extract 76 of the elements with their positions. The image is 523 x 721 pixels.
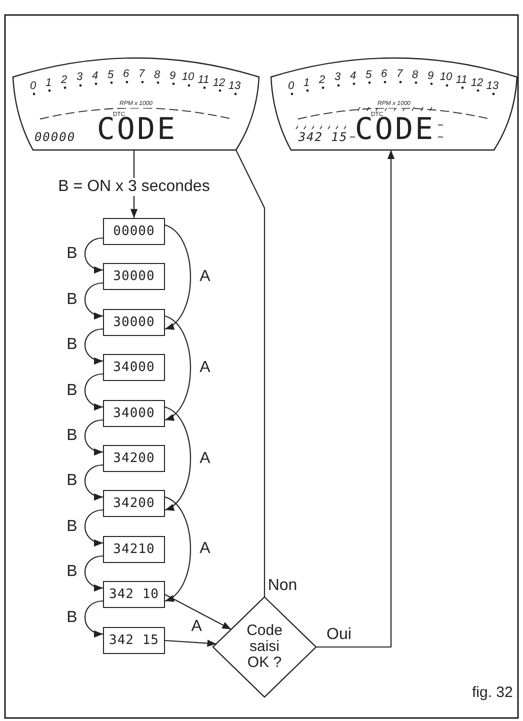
edge-label: A bbox=[198, 540, 212, 558]
rpm-number: 3 bbox=[334, 72, 341, 84]
rpm-number: 2 bbox=[318, 74, 326, 86]
rpm-number: 12 bbox=[212, 78, 226, 89]
lcd-display: 34200 bbox=[103, 445, 165, 472]
code-display: CODE bbox=[96, 115, 178, 145]
arrow bbox=[84, 509, 104, 546]
rpm-number: 0 bbox=[30, 81, 36, 92]
arrow bbox=[84, 237, 104, 273]
edge-label: A bbox=[198, 359, 212, 377]
arrow bbox=[164, 224, 191, 330]
rpm-number: 10 bbox=[440, 72, 452, 84]
rpm-number: 9 bbox=[169, 70, 176, 82]
rpm-number: 7 bbox=[396, 69, 403, 80]
lcd-display: 342 10 bbox=[103, 581, 165, 608]
rpm-number: 8 bbox=[154, 70, 160, 81]
arrow bbox=[316, 150, 395, 648]
arrow bbox=[164, 406, 192, 510]
arrow bbox=[84, 282, 104, 319]
edge-label: B = ON x 3 secondes bbox=[56, 178, 212, 196]
rpm-number: 2 bbox=[60, 74, 68, 86]
edge-label: B bbox=[66, 382, 78, 400]
edge-label: A bbox=[198, 450, 212, 468]
figure-number: fig. 32 bbox=[472, 684, 513, 701]
rpm-number: 13 bbox=[486, 81, 499, 92]
odometer-digits: 342 15 bbox=[298, 131, 348, 144]
arrow bbox=[84, 600, 104, 637]
connector-line bbox=[236, 150, 266, 597]
rpm-number: 11 bbox=[198, 74, 210, 86]
arrow bbox=[84, 419, 104, 455]
arrow bbox=[84, 555, 104, 591]
edge-label: B bbox=[66, 427, 78, 445]
edge-label: B bbox=[66, 472, 78, 490]
rpm-number: 3 bbox=[76, 72, 83, 84]
arrow bbox=[164, 594, 232, 630]
lcd-display: 34210 bbox=[103, 536, 165, 563]
code-display: CODE bbox=[354, 115, 436, 145]
rpm-number: 0 bbox=[288, 81, 294, 92]
rpm-number: 4 bbox=[92, 70, 98, 82]
edge-label: B bbox=[66, 245, 78, 263]
rpm-number: 5 bbox=[365, 70, 372, 81]
rpm-number: 9 bbox=[427, 70, 434, 82]
arrow bbox=[164, 496, 191, 602]
rpm-number: 5 bbox=[107, 70, 114, 81]
decision-text: Code saisi OK ? bbox=[246, 623, 284, 671]
arrow bbox=[84, 373, 104, 410]
rpm-number: 1 bbox=[303, 78, 310, 89]
lcd-display: 30000 bbox=[103, 263, 165, 290]
edge-label: A bbox=[198, 268, 212, 286]
lcd-display: 342 15 bbox=[103, 627, 165, 654]
arrow bbox=[84, 464, 104, 500]
odometer-digits: 00000 bbox=[34, 131, 76, 144]
rpm-number: 6 bbox=[122, 69, 130, 80]
rpm-number: 13 bbox=[228, 81, 241, 92]
rpm-number: 12 bbox=[470, 78, 484, 89]
rpm-number: 6 bbox=[380, 69, 388, 80]
edge-label: B bbox=[66, 518, 78, 536]
arrow bbox=[164, 316, 191, 420]
rpm-number: 4 bbox=[350, 70, 356, 82]
lcd-display: 34000 bbox=[103, 354, 165, 381]
edge-label: A bbox=[190, 618, 203, 636]
edge-label: B bbox=[66, 290, 78, 308]
edge-label: B bbox=[66, 336, 78, 354]
arrow bbox=[84, 328, 104, 364]
edge-label: B bbox=[66, 563, 78, 581]
rpm-number: 11 bbox=[456, 74, 468, 86]
edge-label: B bbox=[66, 608, 78, 626]
lcd-display: 34200 bbox=[103, 490, 165, 517]
rpm-number: 8 bbox=[412, 70, 418, 81]
rpm-number: 7 bbox=[138, 69, 145, 80]
arrow bbox=[164, 640, 216, 647]
lcd-display: 30000 bbox=[103, 309, 165, 336]
rpm-number: 10 bbox=[182, 72, 194, 84]
rpm-number: 1 bbox=[45, 78, 52, 89]
lcd-display: 34000 bbox=[103, 400, 165, 427]
lcd-display: 00000 bbox=[103, 218, 165, 245]
